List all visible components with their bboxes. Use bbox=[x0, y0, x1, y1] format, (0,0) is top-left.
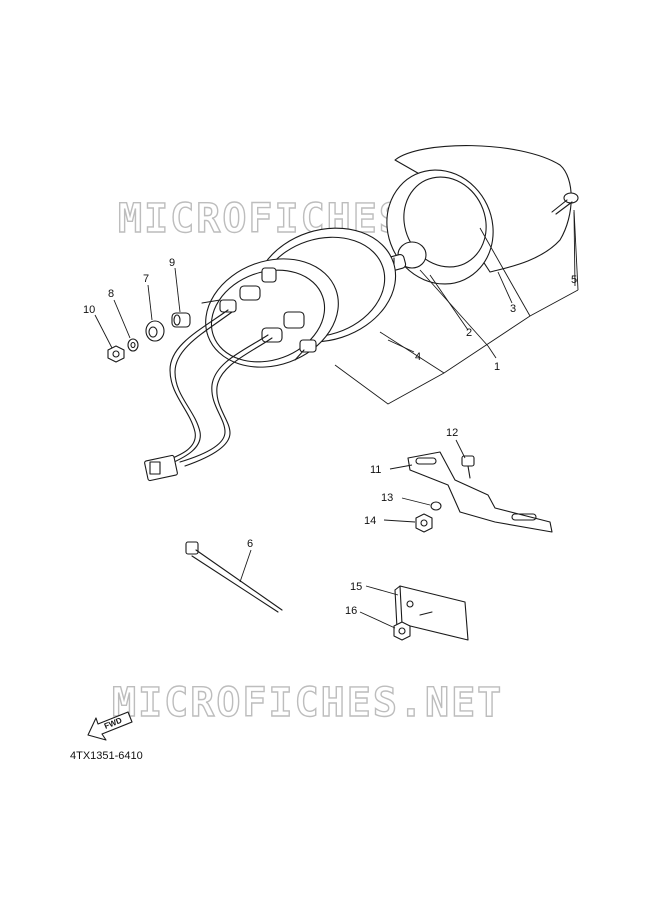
callout-3: 3 bbox=[510, 303, 516, 315]
callout-14: 14 bbox=[364, 515, 376, 527]
callout-11: 11 bbox=[370, 464, 381, 476]
part-washer bbox=[127, 338, 139, 352]
part-screw bbox=[551, 192, 579, 215]
callout-10: 10 bbox=[83, 304, 95, 316]
part-nut-16 bbox=[393, 621, 411, 641]
callout-2: 2 bbox=[466, 327, 472, 339]
part-bracket bbox=[407, 451, 553, 533]
part-collar bbox=[171, 312, 191, 328]
fwd-arrow-icon: FWD bbox=[87, 711, 133, 741]
part-bolt-12 bbox=[461, 455, 475, 479]
watermark-bottom: MICROFICHES.NET bbox=[112, 680, 503, 726]
wiring-harness bbox=[144, 309, 273, 482]
part-nut bbox=[107, 345, 125, 363]
callout-12: 12 bbox=[446, 427, 458, 439]
callout-13: 13 bbox=[381, 492, 393, 504]
drawing-code: 4TX1351-6410 bbox=[70, 750, 143, 762]
part-washer-13 bbox=[430, 501, 442, 511]
callout-8: 8 bbox=[108, 288, 114, 300]
callout-numbers: 1 2 3 4 5 6 7 8 9 10 11 12 13 14 15 16 bbox=[83, 257, 577, 617]
part-reflector bbox=[394, 585, 469, 641]
callout-16: 16 bbox=[345, 605, 357, 617]
part-lens-cover bbox=[386, 145, 572, 285]
callout-6: 6 bbox=[247, 538, 253, 550]
callout-1: 1 bbox=[494, 361, 500, 373]
callout-9: 9 bbox=[169, 257, 175, 269]
leader-lines bbox=[94, 209, 579, 629]
callout-5: 5 bbox=[571, 274, 577, 286]
callout-4: 4 bbox=[415, 351, 421, 363]
part-nut-14 bbox=[415, 513, 433, 533]
part-housing bbox=[201, 258, 339, 368]
callout-7: 7 bbox=[143, 273, 149, 285]
part-cable-tie bbox=[185, 541, 283, 613]
part-grommet bbox=[145, 320, 165, 342]
callout-15: 15 bbox=[350, 581, 362, 593]
